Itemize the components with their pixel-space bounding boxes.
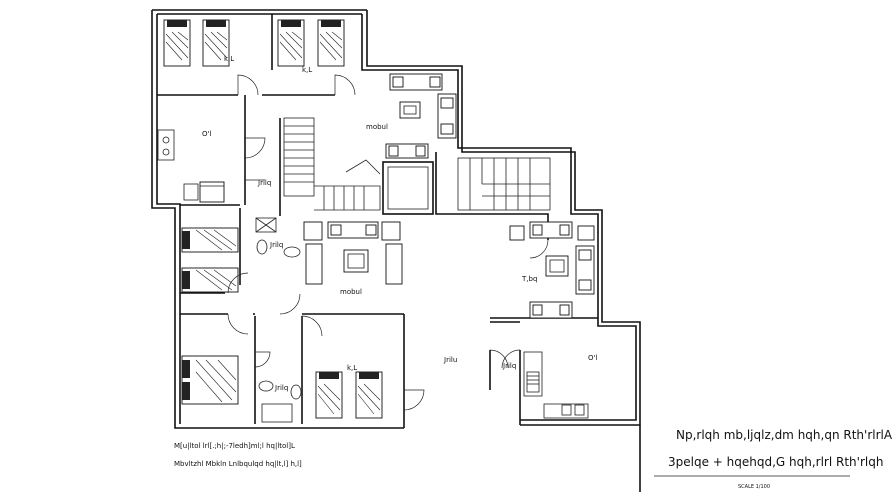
- title-line-1: Np,rlqh mb,ljqlz,dm hqh,qn Rth'rlrlA qtv…: [676, 428, 893, 442]
- interior-walls: [157, 14, 598, 424]
- lounge-2-furniture: [303, 221, 403, 285]
- scale-label: SCALE 1/100: [738, 484, 770, 490]
- room-label-kitchen2: O'l: [588, 354, 597, 362]
- title-block: Np,rlqh mb,ljqlz,dm hqh,qn Rth'rlrlA qtv…: [654, 428, 893, 490]
- bed-pair-left: [181, 227, 239, 293]
- room-label-lounge1: mobul: [366, 123, 388, 131]
- bed-pair-bottom: [315, 371, 383, 419]
- door-swings: [227, 74, 549, 411]
- bed-pair-top-left: [163, 19, 230, 67]
- room-label-lift4: Jrilq: [502, 362, 516, 370]
- room-label-lift3: Jrilq: [274, 384, 288, 392]
- lounge-1-furniture: [385, 73, 457, 159]
- kitchen-1-fixtures: [157, 129, 225, 203]
- room-label-lounge2: mobul: [340, 288, 362, 296]
- room-label-kitchen1: O'l: [202, 130, 211, 138]
- note-line-2: Mbvltzhl Mbkln Lnlbqulqd hq|lt,l] h,l]: [174, 460, 302, 468]
- note-line-1: M[u|ltol lrl[.;h|;-7ledh]ml;l hq|ltol]L: [174, 442, 295, 450]
- tv-room-furniture: [509, 221, 595, 319]
- room-labels: k,L k,L mobul O'l Jrilq Jrilq mobul T,bq…: [202, 55, 597, 392]
- outer-walls: [151, 9, 641, 492]
- toilet-fixtures: [255, 217, 302, 423]
- notes-block: M[u|ltol lrl[.;h|;-7ledh]ml;l hq|ltol]L …: [174, 442, 302, 468]
- room-label-bed1: k,L: [224, 55, 234, 63]
- bed-pair-top-right: [277, 19, 345, 67]
- room-label-tv: T,bq: [521, 275, 537, 283]
- room-label-lift2: Jrilq: [269, 241, 283, 249]
- kitchen-2-fixtures: [523, 351, 589, 419]
- staircase-1: [283, 117, 381, 211]
- room-label-bed3: k,L: [347, 364, 357, 372]
- room-label-bed2: k,L: [302, 66, 312, 74]
- room-label-lift1: Jrilq: [257, 179, 271, 187]
- staircase-2: [457, 157, 551, 211]
- room-label-hall: Jrilu: [443, 356, 457, 364]
- title-line-2: 3pelqe + hqehqd,G hqh,rlrl Rth'rlqh: [668, 455, 883, 469]
- double-bed-bottom-left: [181, 355, 239, 405]
